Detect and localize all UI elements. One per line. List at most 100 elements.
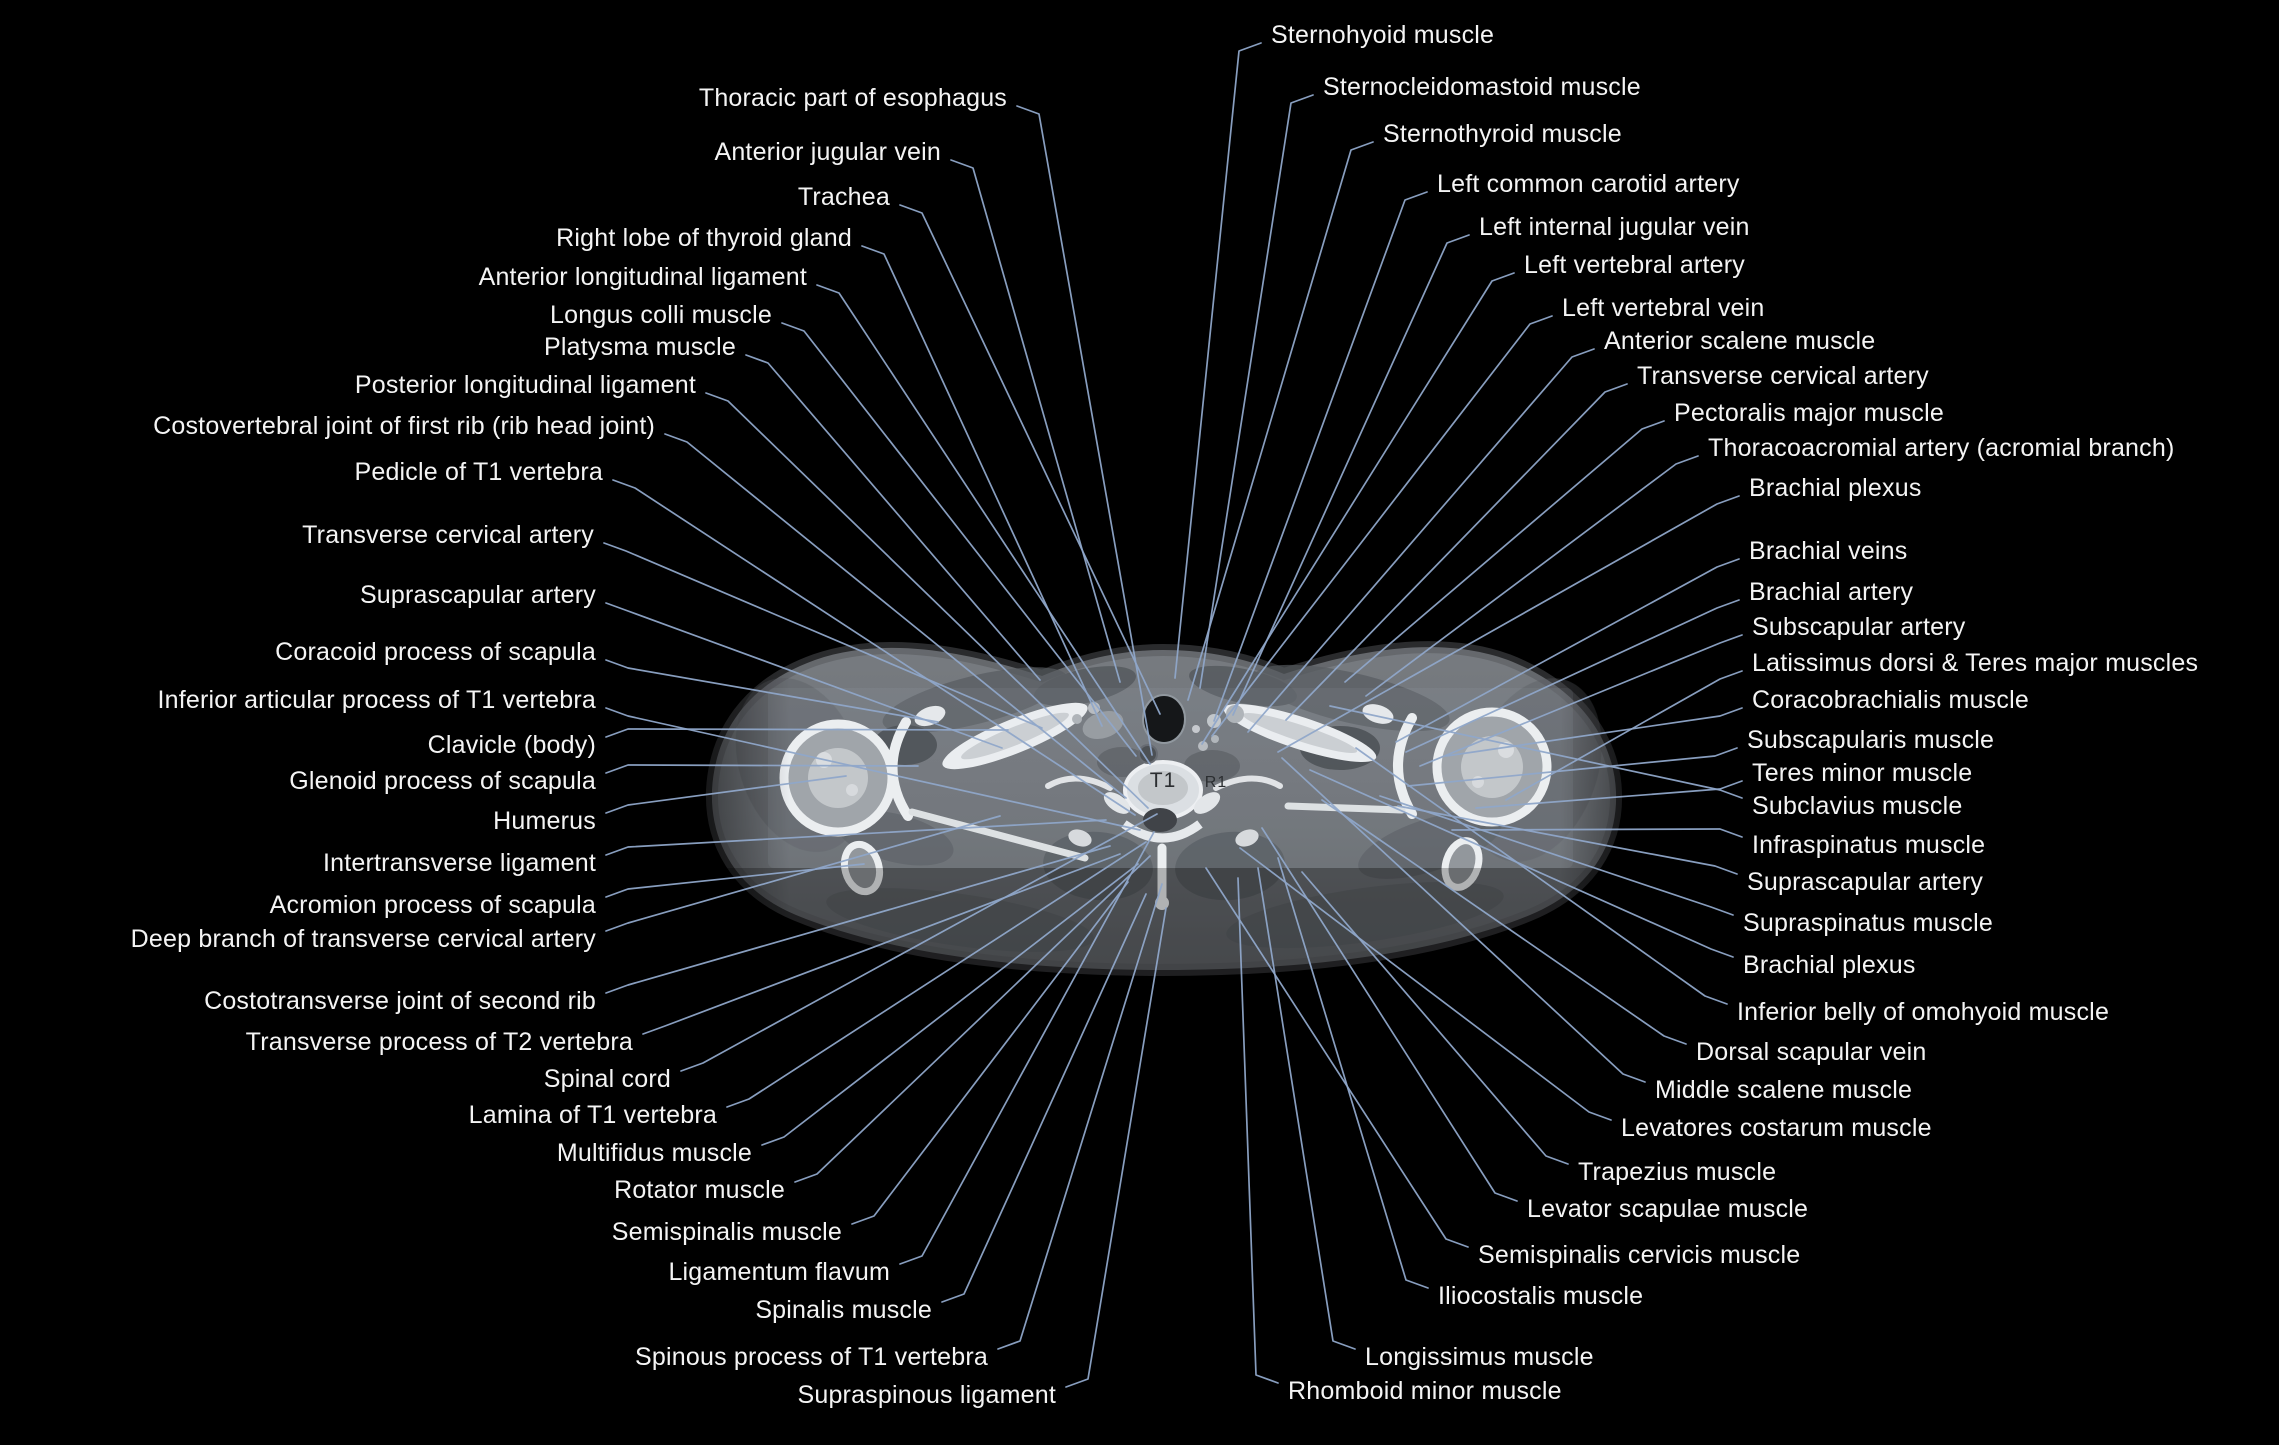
anatomy-label: Costovertebral joint of first rib (rib h… <box>153 411 655 440</box>
anatomy-label: Longissimus muscle <box>1365 1342 1594 1371</box>
leader-line <box>1205 867 1469 1248</box>
anatomy-label: Glenoid process of scapula <box>289 766 596 795</box>
leader-line <box>941 893 1147 1303</box>
anatomy-label: Coracobrachialis muscle <box>1752 685 2029 714</box>
anatomy-label: Pedicle of T1 vertebra <box>354 457 603 486</box>
leader-line <box>605 863 865 898</box>
leader-line <box>745 354 1041 681</box>
anatomy-label: Humerus <box>493 806 596 835</box>
leader-line <box>726 841 1147 1108</box>
anatomy-label: Left internal jugular vein <box>1479 212 1750 241</box>
anatomy-label: Iliocostalis muscle <box>1438 1281 1644 1310</box>
leader-line <box>605 707 1141 831</box>
anatomy-label: Levator scapulae muscle <box>1527 1194 1809 1223</box>
anatomy-label: Posterior longitudinal ligament <box>354 370 696 399</box>
leader-line <box>1277 495 1740 753</box>
leader-line <box>1285 383 1628 721</box>
anatomy-label: Lamina of T1 vertebra <box>468 1100 717 1129</box>
leader-line <box>1397 805 1738 875</box>
leader-line <box>605 764 919 774</box>
anatomy-label: Left vertebral vein <box>1562 293 1765 322</box>
anatomy-label: Spinous process of T1 vertebra <box>635 1342 988 1371</box>
leader-line <box>605 775 847 814</box>
anatomy-label: Infraspinatus muscle <box>1752 830 1986 859</box>
leader-line <box>605 602 1003 749</box>
leader-line <box>1344 420 1665 683</box>
anatomy-label: Brachial veins <box>1749 536 1908 565</box>
leader-line <box>761 863 1139 1146</box>
anatomy-label: Anterior longitudinal ligament <box>478 262 807 291</box>
anatomy-label: Sternothyroid muscle <box>1383 119 1622 148</box>
anatomy-label: Ligamentum flavum <box>668 1257 890 1286</box>
anatomy-label: Multifidus muscle <box>556 1138 752 1167</box>
anatomy-label: Supraspinatus muscle <box>1743 908 1993 937</box>
leader-line <box>1445 707 1743 757</box>
anatomy-label: Trapezius muscle <box>1578 1157 1777 1186</box>
leader-line <box>781 322 1137 757</box>
anatomy-label: Clavicle (body) <box>427 730 596 759</box>
anatomy-label: Left common carotid artery <box>1437 169 1740 198</box>
anatomy-label: Dorsal scapular vein <box>1696 1037 1927 1066</box>
leader-line <box>1309 769 1734 958</box>
anatomy-label: Coracoid process of scapula <box>275 637 596 666</box>
anatomy-label: Transverse cervical artery <box>1637 361 1929 390</box>
leader-line <box>816 284 1151 765</box>
leader-line <box>1201 272 1515 745</box>
anatomy-label: Brachial artery <box>1749 577 1914 606</box>
anatomy-label: Trachea <box>797 182 890 211</box>
leader-line <box>1281 757 1646 1083</box>
posterior-dim-overlay <box>0 868 2279 1028</box>
anatomy-label: Left vertebral artery <box>1524 250 1745 279</box>
leader-line <box>1475 780 1743 809</box>
anatomy-label: Brachial plexus <box>1749 473 1922 502</box>
anatomy-label: Semispinalis cervicis muscle <box>1478 1240 1801 1269</box>
anatomy-label: Right lobe of thyroid gland <box>556 223 852 252</box>
leader-line <box>642 853 1121 1035</box>
anatomy-label: Pectoralis major muscle <box>1674 398 1944 427</box>
leader-line <box>680 813 1158 1072</box>
anatomy-label: Middle scalene muscle <box>1655 1075 1913 1104</box>
anatomy-label: Anterior jugular vein <box>714 137 941 166</box>
leader-line <box>1257 867 1356 1350</box>
leader-line <box>950 159 1121 683</box>
anatomy-label: Sternocleidomastoid muscle <box>1323 72 1641 101</box>
soft-tissue-structures <box>1072 694 1244 764</box>
leader-line <box>1365 455 1699 697</box>
ct-marker: T1 <box>1149 769 1177 792</box>
leader-line <box>1016 105 1153 756</box>
leader-line <box>605 815 1001 932</box>
anatomy-label: Costotransverse joint of second rib <box>204 986 596 1015</box>
anatomy-label: Subclavius muscle <box>1752 791 1963 820</box>
leader-line <box>664 433 1127 799</box>
anatomy-label: Latissimus dorsi & Teres major muscles <box>1752 648 2199 677</box>
leader-line <box>1407 747 1738 787</box>
anatomy-label: Levatores costarum muscle <box>1621 1113 1932 1142</box>
anatomy-label: Thoracic part of esophagus <box>698 83 1007 112</box>
leader-line <box>605 845 1111 994</box>
anatomy-label: Intertransverse ligament <box>323 848 596 877</box>
fov-left-fade <box>640 600 790 1020</box>
anatomy-label: Sternohyoid muscle <box>1271 20 1495 49</box>
leader-line <box>851 881 1129 1225</box>
anatomy-label: Subscapularis muscle <box>1747 725 1995 754</box>
leader-line <box>1379 795 1734 916</box>
anatomy-label: Thoracoacromial artery (acromial branch) <box>1708 433 2175 462</box>
leader-line <box>1301 871 1569 1165</box>
leader-line <box>1174 42 1262 679</box>
leader-line <box>1237 877 1279 1384</box>
leader-line <box>1199 94 1314 689</box>
leader-line <box>1211 315 1553 737</box>
leader-line <box>1277 857 1429 1289</box>
anatomy-label: Inferior articular process of T1 vertebr… <box>157 685 596 714</box>
leader-line <box>1065 907 1167 1388</box>
leader-line <box>899 204 1161 715</box>
leader-line <box>1395 558 1740 743</box>
leader-line <box>612 479 1136 816</box>
leader-line <box>605 819 1107 856</box>
anatomy-label: Transverse cervical artery <box>302 520 594 549</box>
ct-marker: R1 <box>1204 774 1228 791</box>
